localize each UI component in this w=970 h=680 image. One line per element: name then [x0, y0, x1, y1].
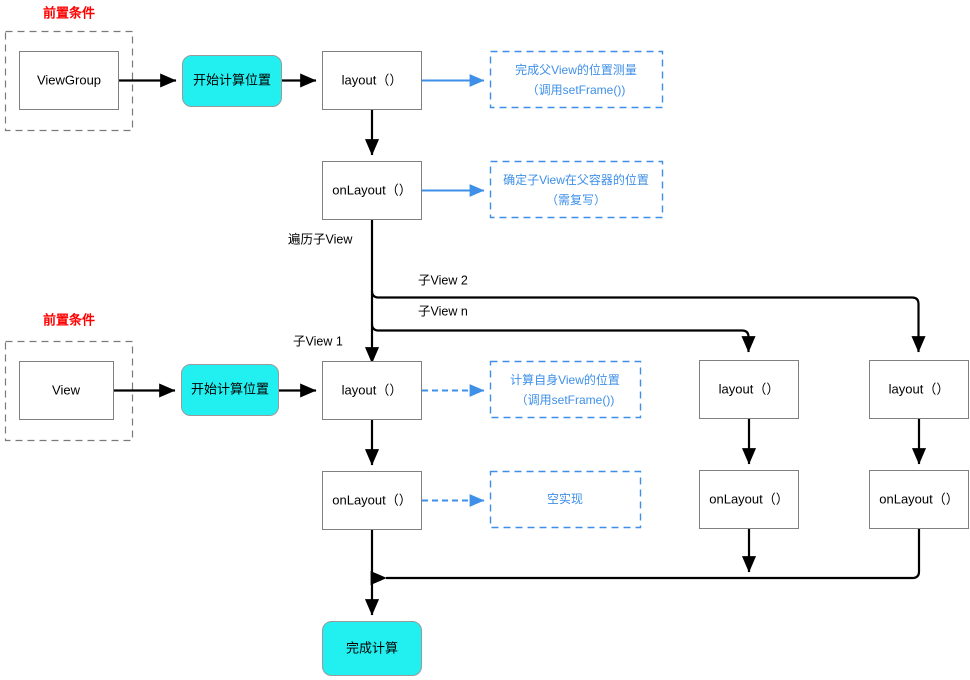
note-vg-onlayout-line1: 确定子View在父容器的位置: [503, 172, 649, 187]
node-v1-layout[interactable]: [322, 361, 422, 420]
node-v2-onlayout[interactable]: [869, 470, 969, 529]
node-v1-layout-label: layout（）: [342, 382, 403, 397]
edge-label-childn: 子View n: [418, 304, 468, 318]
note-v1-onlayout: [489, 470, 642, 529]
node-start-view-label: 开始计算位置: [191, 381, 269, 396]
edge-branch-childn: [370, 323, 756, 353]
note-v1-layout-line2: （调用setFrame()): [516, 393, 615, 407]
node-vg-onlayout[interactable]: [322, 161, 422, 220]
note-vg-layout: [489, 50, 664, 109]
node-view-label: View: [52, 382, 81, 397]
note-vg-layout-line2: （调用setFrame()): [527, 83, 626, 97]
edge-branch-child2: [370, 290, 926, 353]
node-finish[interactable]: [322, 621, 422, 676]
node-finish-label: 完成计算: [346, 640, 398, 655]
node-view[interactable]: [19, 361, 114, 420]
note-vg-layout-line1: 完成父View的位置测量: [515, 62, 637, 77]
node-viewgroup-label: ViewGroup: [37, 72, 101, 87]
node-viewgroup[interactable]: [19, 51, 119, 110]
precondition-group-view: [4, 340, 134, 442]
node-v2-layout-label: layout（）: [889, 381, 950, 396]
node-v2-onlayout-label: onLayout（）: [879, 491, 959, 506]
node-vg-layout-label: layout（）: [342, 72, 403, 87]
node-vn-layout-label: layout（）: [719, 381, 780, 396]
precondition-group-viewgroup: [4, 30, 134, 132]
node-vg-onlayout-label: onLayout（）: [332, 182, 412, 197]
note-vg-onlayout: [489, 160, 664, 219]
node-v1-onlayout-label: onLayout（）: [332, 492, 412, 507]
note-v1-layout: [489, 360, 642, 419]
precondition-label-top: 前置条件: [43, 5, 95, 20]
edge-v2-onlayout-to-merge: [370, 529, 921, 586]
node-v2-layout[interactable]: [869, 360, 969, 419]
note-vg-onlayout-line2: （需复写）: [546, 193, 606, 207]
node-start-view[interactable]: [181, 364, 279, 416]
note-v1-layout-line1: 计算自身View的位置: [510, 372, 620, 387]
edge-label-traverse: 遍历子View: [288, 232, 353, 246]
node-vn-layout[interactable]: [699, 360, 799, 419]
node-start-viewgroup-label: 开始计算位置: [193, 72, 271, 87]
edge-label-child1: 子View 1: [293, 334, 343, 348]
node-start-viewgroup[interactable]: [182, 55, 282, 107]
note-v1-onlayout-line1: 空实现: [547, 491, 583, 506]
node-vn-onlayout-label: onLayout（）: [709, 491, 789, 506]
node-vg-layout[interactable]: [322, 51, 422, 110]
edge-label-child2: 子View 2: [418, 273, 468, 287]
node-v1-onlayout[interactable]: [322, 471, 422, 530]
precondition-label-bottom: 前置条件: [43, 312, 95, 327]
node-vn-onlayout[interactable]: [699, 470, 799, 529]
